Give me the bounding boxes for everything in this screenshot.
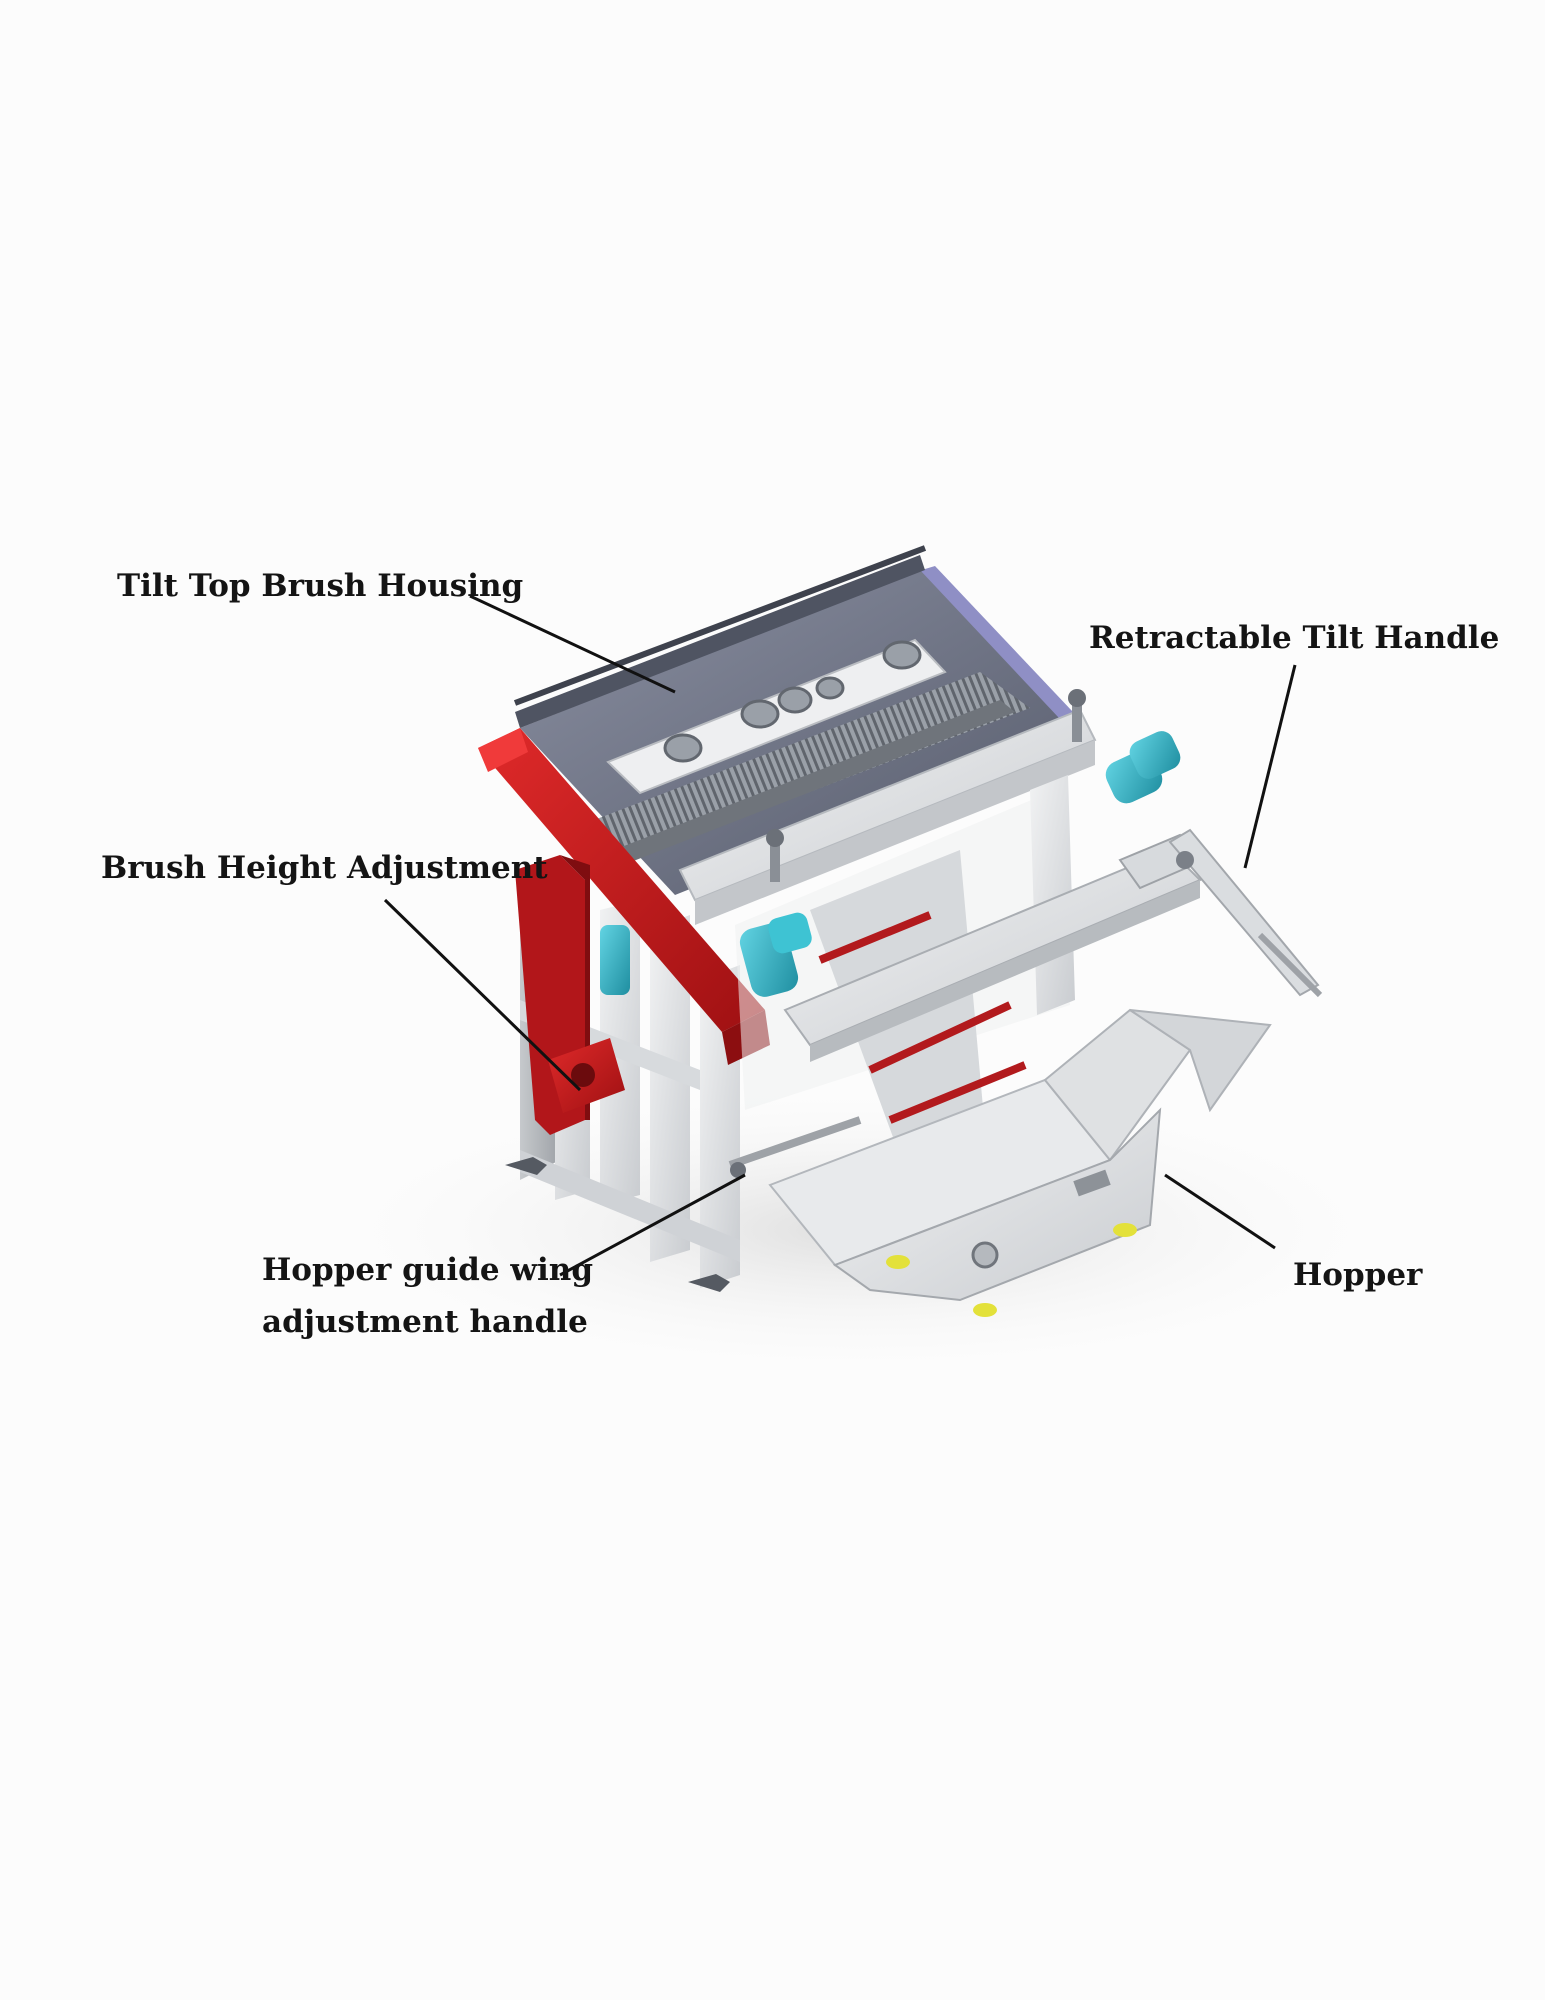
label-hopper-guide-wing-line1: Hopper guide wing bbox=[262, 1252, 594, 1288]
leader-hopper bbox=[1164, 1173, 1276, 1250]
label-hopper-guide-wing: Hopper guide wing adjustment handle bbox=[262, 1244, 594, 1348]
drive-motors bbox=[739, 731, 1181, 997]
leader-hopper-guide bbox=[559, 1173, 746, 1277]
label-brush-height-adjustment: Brush Height Adjustment bbox=[101, 850, 548, 886]
label-hopper: Hopper bbox=[1293, 1257, 1423, 1293]
leader-tilt-top bbox=[469, 594, 676, 694]
label-tilt-top-brush-housing: Tilt Top Brush Housing bbox=[117, 568, 524, 604]
label-retractable-tilt-handle: Retractable Tilt Handle bbox=[1089, 620, 1500, 656]
hopper bbox=[728, 1008, 1272, 1317]
brush-rollers bbox=[555, 672, 1030, 878]
leader-lines bbox=[383, 594, 1297, 1277]
leader-retractable-handle bbox=[1243, 664, 1297, 869]
label-hopper-guide-wing-line2: adjustment handle bbox=[262, 1304, 588, 1340]
retractable-tilt-handle bbox=[1168, 828, 1323, 998]
leader-brush-height bbox=[383, 898, 582, 1092]
brush-height-column bbox=[515, 855, 630, 1135]
